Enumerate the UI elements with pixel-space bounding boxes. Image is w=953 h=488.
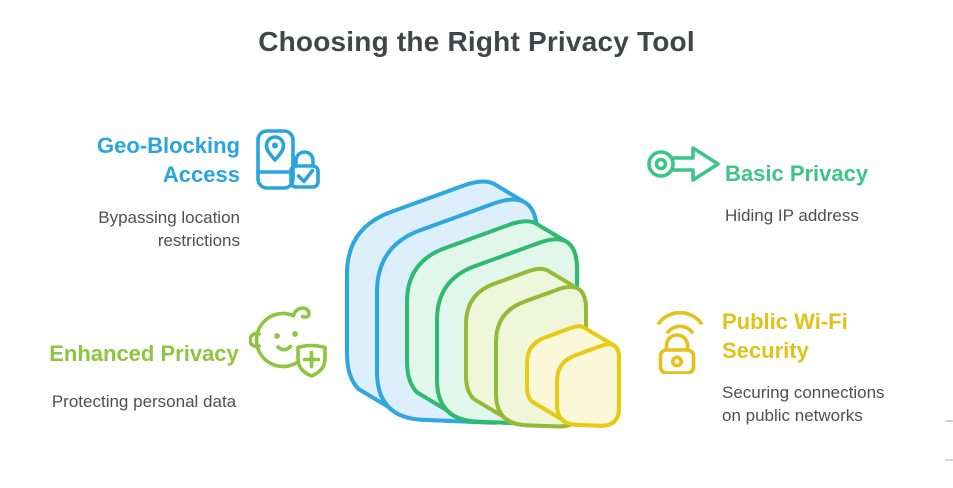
- section-description: Hiding IP address: [725, 206, 859, 225]
- section-description: Securing connections on public networks: [722, 383, 885, 425]
- page-title: Choosing the Right Privacy Tool: [258, 26, 695, 57]
- section-heading: Geo-Blocking Access: [96, 133, 240, 187]
- section-geo-blocking: Geo-Blocking Access Bypassing location r…: [60, 131, 240, 252]
- section-description: Bypassing location restrictions: [98, 208, 240, 250]
- wifi-lock-icon: [651, 302, 709, 374]
- edge-artifact: [945, 459, 953, 461]
- section-heading: Basic Privacy: [725, 161, 869, 186]
- section-description: Protecting personal data: [51, 392, 237, 411]
- baby-shield-icon: [249, 301, 329, 379]
- section-heading: Public Wi-Fi Security: [722, 309, 848, 363]
- key-arrow-icon: [642, 139, 722, 189]
- section-enhanced-privacy: Enhanced Privacy Protecting personal dat…: [30, 339, 258, 413]
- edge-artifact: [945, 420, 953, 422]
- section-basic-privacy: Basic Privacy Hiding IP address: [725, 159, 920, 227]
- section-public-wifi-security: Public Wi-Fi Security Securing connectio…: [722, 307, 907, 427]
- yellow-block: [525, 324, 621, 428]
- section-heading: Enhanced Privacy: [49, 341, 239, 366]
- phone-location-lock-icon: [249, 119, 325, 199]
